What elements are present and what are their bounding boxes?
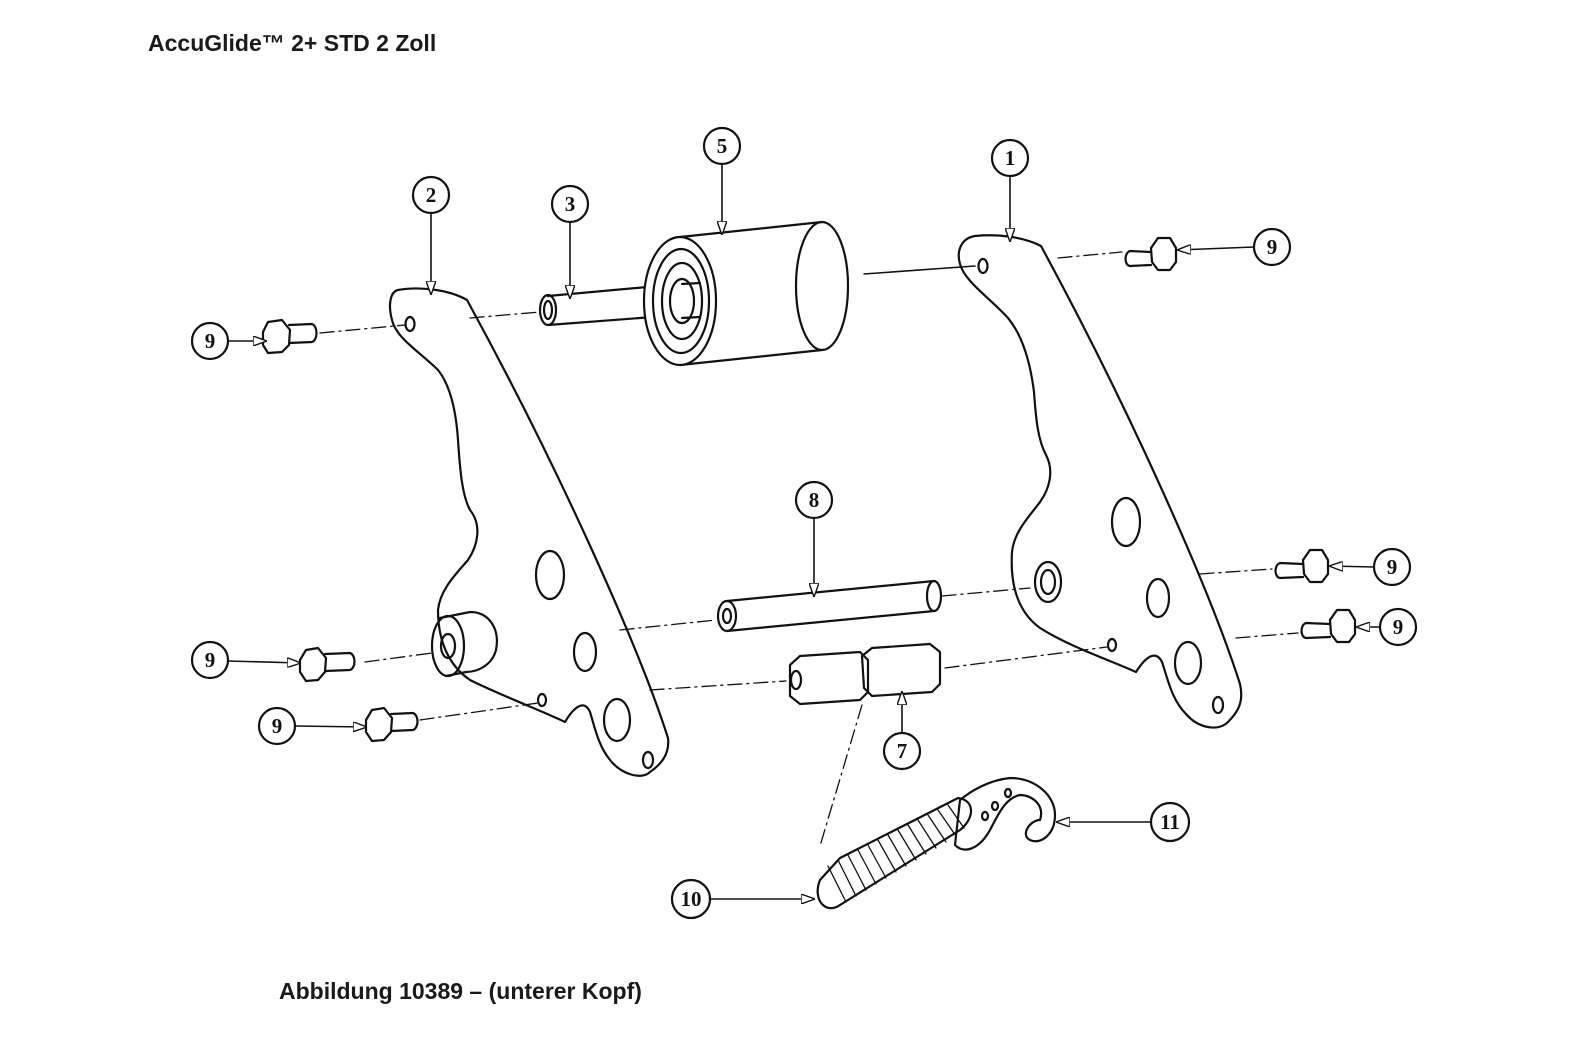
rod [716,579,943,633]
callout-3: 3 [550,184,590,298]
callout-1: 1 [990,138,1030,241]
callout-2: 2 [411,175,451,294]
bolt [261,318,318,355]
spring [816,796,973,910]
callout-11: 11 [1057,801,1191,843]
callout-9: 9 [257,706,366,746]
callout-9: 9 [1357,607,1418,647]
left-side-plate [388,287,670,777]
roller [642,220,850,367]
callout-8: 8 [794,480,834,596]
callout-9: 9 [190,321,266,361]
svg-text:9: 9 [205,648,216,672]
bolt [1124,236,1178,272]
svg-text:9: 9 [272,714,283,738]
assembly-lines [319,251,1299,847]
hex-spacers [788,642,942,706]
svg-text:1: 1 [1005,146,1016,170]
svg-text:9: 9 [205,329,216,353]
roller-axis-line [863,265,976,275]
callout-10: 10 [670,878,814,920]
callout-7: 7 [882,692,922,771]
page-title: AccuGlide™ 2+ STD 2 Zoll [148,30,437,56]
right-side-plate [957,234,1243,729]
bolt [298,646,356,683]
svg-text:9: 9 [1387,555,1398,579]
callout-9: 9 [190,640,300,680]
svg-text:5: 5 [717,134,728,158]
svg-text:7: 7 [897,739,908,763]
figure-caption: Abbildung 10389 – (unterer Kopf) [279,978,642,1004]
callout-5: 5 [702,126,742,234]
callout-9: 9 [1178,227,1292,267]
bolt [364,706,419,743]
svg-text:11: 11 [1160,810,1180,834]
spring-link [953,776,1057,851]
bolt [1300,608,1357,644]
svg-text:2: 2 [426,183,437,207]
callout-9: 9 [1330,547,1412,587]
svg-text:9: 9 [1393,615,1404,639]
svg-text:3: 3 [565,192,576,216]
svg-text:9: 9 [1267,235,1278,259]
bolt [1274,548,1330,584]
svg-text:10: 10 [681,887,702,911]
svg-text:8: 8 [809,488,820,512]
